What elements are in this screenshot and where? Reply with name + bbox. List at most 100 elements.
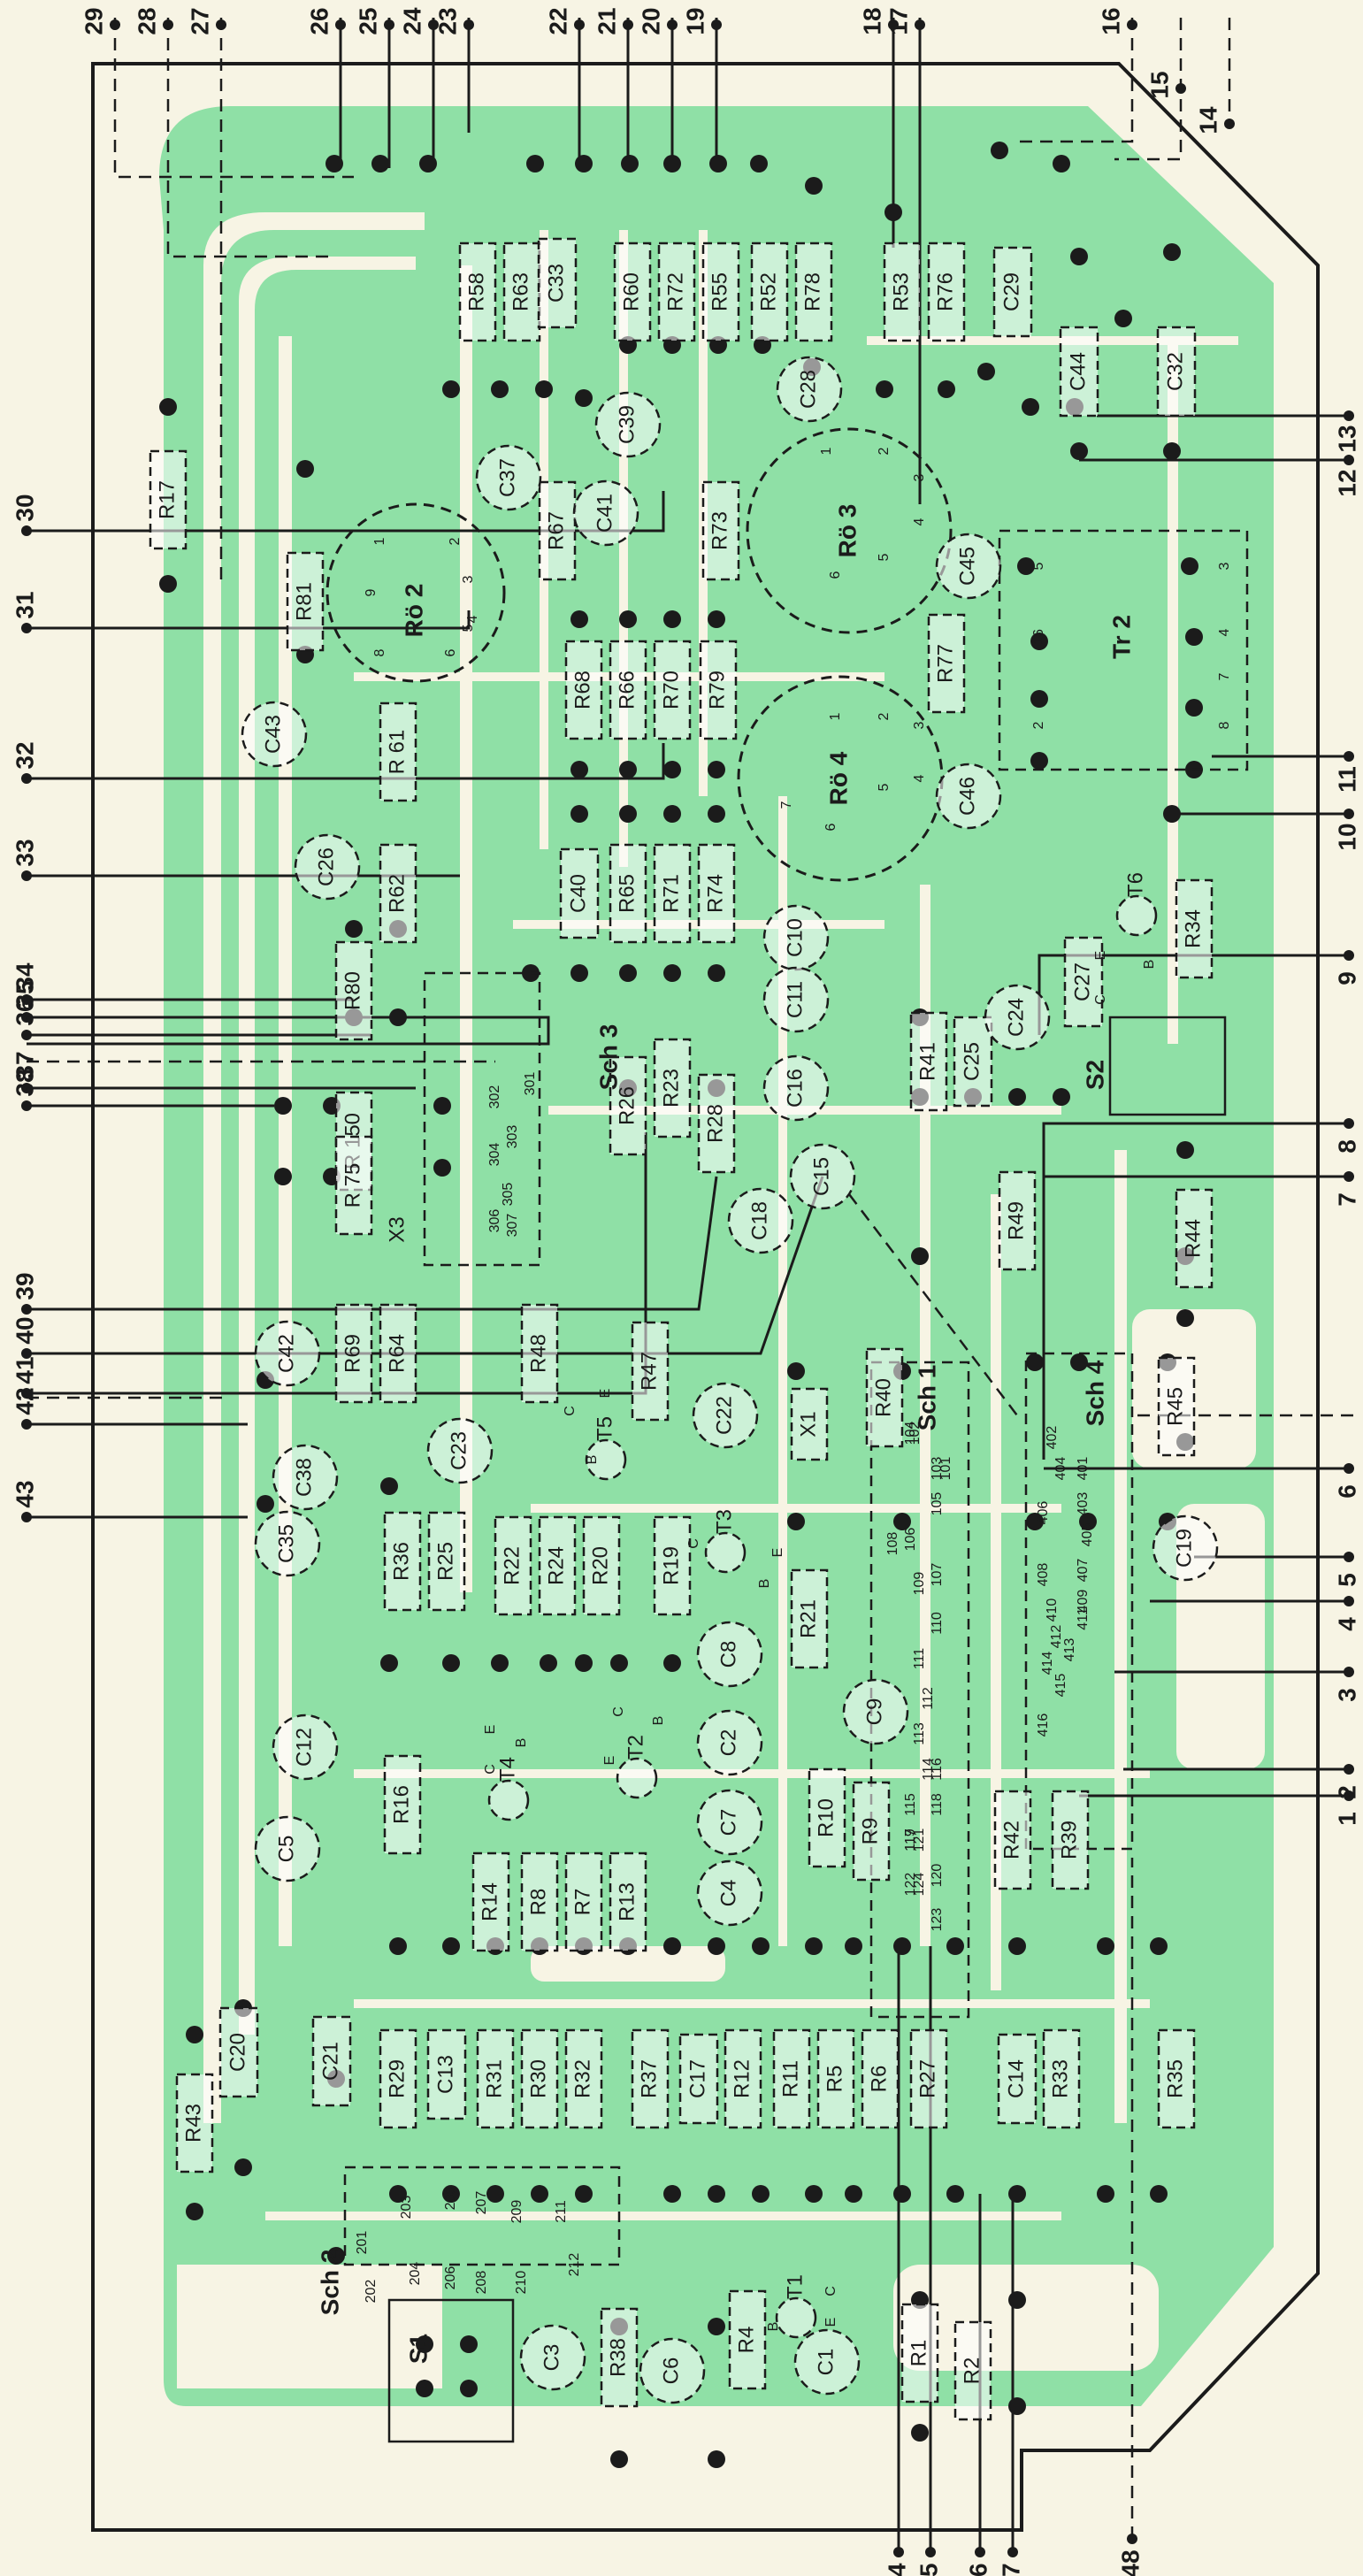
capacitor-label: C7 — [716, 1809, 740, 1836]
capacitor-label: C44 — [1066, 352, 1090, 391]
resistor-label: R25 — [433, 1542, 457, 1581]
transistor-t6 — [1115, 894, 1158, 937]
transistor-pin-letter: C — [1093, 994, 1108, 1005]
capacitor-c12 — [272, 1714, 339, 1781]
resistor-label: R41 — [915, 1042, 939, 1081]
resistor-label: R35 — [1163, 2059, 1187, 2098]
capacitor-c43 — [241, 701, 308, 768]
capacitor-c24 — [984, 984, 1051, 1051]
resistor-r47 — [631, 1321, 670, 1422]
capacitor-label: C28 — [796, 370, 820, 409]
resistor-label: R23 — [659, 1069, 683, 1108]
resistor-label: R 61 — [385, 730, 409, 775]
tube-pin-number: 3 — [912, 721, 927, 729]
sch1-contact: 101 — [938, 1457, 953, 1481]
capacitor-c46 — [935, 763, 1002, 830]
terminal-label: 37 — [11, 1051, 38, 1078]
sch4-contact: 416 — [1036, 1714, 1051, 1737]
capacitor-c28 — [776, 356, 843, 423]
terminal-dot — [110, 19, 120, 30]
resistor-label: R 75 — [341, 1163, 364, 1208]
sch1-contact: 113 — [912, 1722, 927, 1745]
terminal-dot — [1344, 1552, 1354, 1562]
tube-pin-number: 1 — [372, 537, 387, 545]
capacitor-label: C25 — [960, 1042, 984, 1081]
resistor-label: R4 — [734, 2327, 758, 2354]
sch1-contact: 106 — [903, 1528, 918, 1552]
sch2-contact: 205 — [443, 2187, 458, 2211]
terminal-dot — [925, 2547, 936, 2557]
tube-pin-number: 2 — [877, 447, 892, 455]
transistor-pin-letter: E — [602, 1756, 617, 1766]
resistor-r40 — [865, 1347, 904, 1448]
transformer-pin-number: 16 — [1031, 629, 1046, 645]
resistor-label: R1 — [907, 2340, 930, 2367]
capacitor-c29 — [992, 246, 1033, 338]
terminal-dot — [335, 19, 346, 30]
resistor-label: R11 — [778, 2060, 802, 2097]
capacitor-label: C39 — [615, 405, 639, 444]
terminal-dot — [21, 1012, 32, 1023]
capacitor-c7 — [696, 1789, 763, 1856]
transistor-pin-letter: E — [770, 1548, 785, 1558]
sch4-contact: 415 — [1053, 1674, 1068, 1698]
resistor-r7 — [564, 1852, 603, 1952]
capacitor-c1 — [793, 2328, 861, 2396]
resistor-r61 — [379, 702, 417, 802]
resistor-r75 — [334, 1135, 373, 1236]
sch2-contact: 208 — [474, 2271, 489, 2295]
sch1-contact: 124 — [912, 1873, 927, 1897]
resistor-label: R65 — [615, 874, 639, 913]
resistor-label: R62 — [385, 874, 409, 913]
resistor-label: R80 — [341, 971, 364, 1010]
resistor-r77 — [927, 613, 966, 714]
resistor-label: R58 — [464, 272, 488, 311]
tube-pin-number: 7 — [779, 801, 794, 809]
sch1-contact: 103 — [930, 1457, 945, 1481]
capacitor-label: C3 — [540, 2344, 563, 2372]
capacitor-label: C2 — [716, 1729, 740, 1757]
sch1-contact: 111 — [912, 1648, 927, 1669]
capacitor-c23 — [426, 1417, 494, 1484]
terminal-dot — [21, 773, 32, 784]
transistor-t2 — [616, 1757, 658, 1799]
capacitor-label: C13 — [433, 2055, 457, 2094]
capacitor-c6 — [639, 2337, 706, 2404]
resistor-label: R43 — [181, 2104, 205, 2143]
capacitor-c32 — [1156, 326, 1197, 418]
terminal-dot — [21, 1083, 32, 1093]
switch-label: Sch 4 — [1081, 1360, 1108, 1426]
sch2-contact: 203 — [399, 2196, 414, 2220]
capacitor-label: C24 — [1004, 998, 1028, 1037]
capacitor-label: C32 — [1163, 352, 1187, 391]
resistor-r32 — [564, 2028, 603, 2129]
sch1-contact: 104 — [903, 1422, 918, 1445]
resistor-label: R68 — [570, 671, 594, 709]
capacitor-label: C33 — [544, 264, 568, 303]
sch1-contact: 114 — [921, 1758, 936, 1781]
capacitor-label: C4 — [716, 1880, 740, 1907]
resistor-label: R13 — [615, 1882, 639, 1921]
resistor-label: R78 — [800, 272, 824, 311]
resistor-r16 — [383, 1754, 422, 1855]
terminal-dot — [1344, 1764, 1354, 1775]
resistor-r28 — [697, 1073, 736, 1174]
terminal-dot — [711, 19, 722, 30]
resistor-label: R64 — [385, 1334, 409, 1373]
resistor-r44 — [1175, 1188, 1214, 1289]
capacitor-label: C17 — [685, 2059, 709, 2098]
capacitor-c21 — [311, 2015, 352, 2107]
capacitor-c15 — [789, 1143, 856, 1210]
resistor-label: R32 — [570, 2059, 594, 2098]
resistor-label: R19 — [659, 1546, 683, 1585]
tube-ro3 — [746, 427, 953, 634]
capacitor-c14 — [997, 2033, 1038, 2125]
sch1-contact: 116 — [930, 1758, 945, 1781]
transistor-pin-letter: B — [757, 1579, 772, 1589]
terminal-label: 23 — [433, 7, 461, 34]
resistor-r31 — [476, 2028, 515, 2129]
capacitor-c13 — [426, 2028, 467, 2120]
transformer-pin-number: 4 — [1217, 628, 1232, 636]
capacitor-label: C38 — [292, 1458, 316, 1497]
terminal-dot — [1344, 1171, 1354, 1182]
